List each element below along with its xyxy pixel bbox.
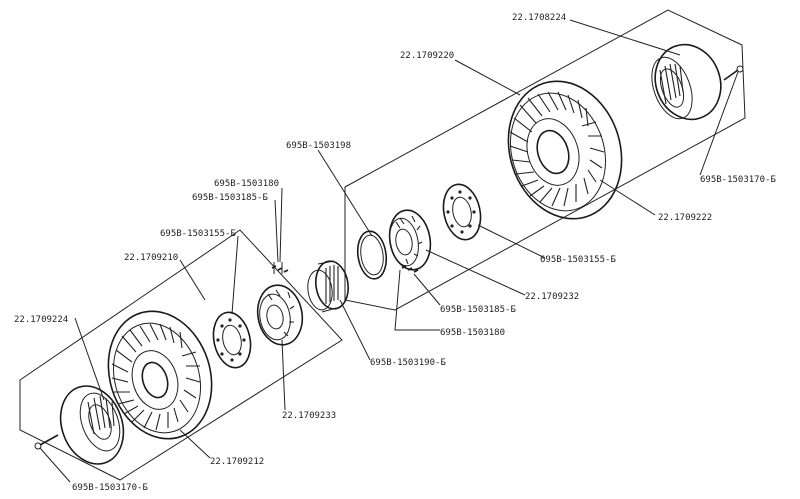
mid-pin-spring bbox=[401, 265, 419, 273]
top-bolt bbox=[723, 65, 744, 81]
label-left-turbine: 22.1709210 bbox=[124, 253, 178, 263]
label-mid-ring-pin: 695В-1503185-Б bbox=[440, 305, 516, 315]
label-left-hub-ring: 22.1709233 bbox=[282, 411, 336, 421]
label-left-drum-ring: 22.1709224 bbox=[14, 315, 68, 325]
label-mid-spring: 695В-1503180 bbox=[440, 328, 505, 338]
snap-ring bbox=[356, 230, 388, 280]
label-shaft-sleeve: 695В-1503190-Б bbox=[370, 358, 446, 368]
leader-lines bbox=[39, 19, 739, 483]
label-left-bolt: 695В-1503170-Б bbox=[72, 483, 148, 493]
label-left-washer: 695В-1503155-Б bbox=[160, 229, 236, 239]
top-washer bbox=[442, 183, 482, 241]
label-left-turbine-hub: 22.1709212 bbox=[210, 457, 264, 467]
top-drum-ring bbox=[651, 43, 722, 121]
top-turbine bbox=[507, 80, 623, 220]
left-hub-ring bbox=[256, 284, 304, 346]
left-drum-ring bbox=[59, 385, 125, 465]
label-left-pin: 695В-1503185-Б bbox=[192, 193, 268, 203]
label-top-hub-ring: 22.1709232 bbox=[525, 292, 579, 302]
left-spring-pins bbox=[271, 262, 289, 274]
label-left-spring: 695В-1503180 bbox=[214, 179, 279, 189]
label-top-turbine: 22.1709220 bbox=[400, 51, 454, 61]
label-top-drum-ring: 22.1708224 bbox=[512, 13, 566, 23]
label-top-turbine-hub: 22.1709222 bbox=[658, 213, 712, 223]
label-top-bolt: 695В-1503170-Б bbox=[700, 175, 776, 185]
label-top-washer: 695В-1503155-Б bbox=[540, 255, 616, 265]
shaft-sleeve bbox=[307, 260, 349, 313]
top-hub-ring bbox=[388, 209, 432, 271]
left-washer bbox=[212, 311, 252, 369]
left-turbine bbox=[107, 310, 213, 440]
label-snap-ring: 695В-1503198 bbox=[286, 141, 351, 151]
left-bolt bbox=[34, 434, 59, 450]
lower-assembly-outline bbox=[19, 229, 343, 481]
